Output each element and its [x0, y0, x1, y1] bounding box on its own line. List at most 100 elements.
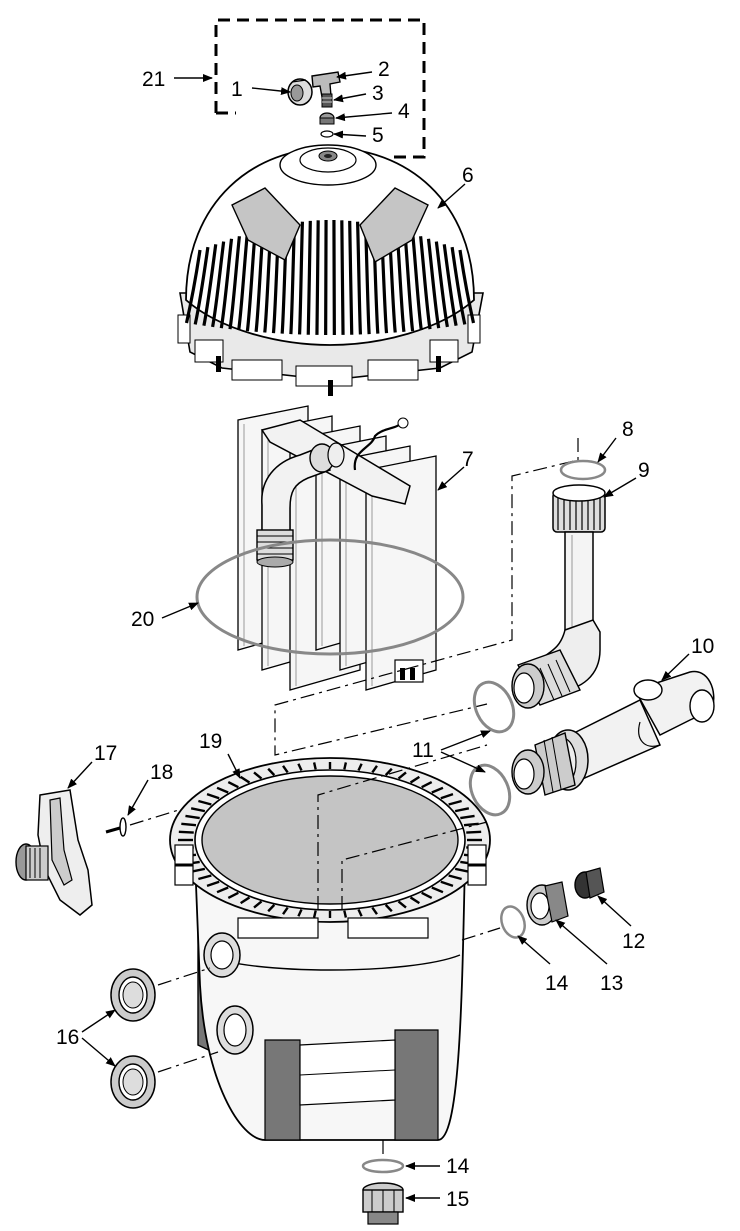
lid-rib — [219, 238, 234, 329]
callout-12: 12 — [622, 930, 645, 953]
rim-tooth — [216, 886, 229, 894]
callout-10: 10 — [691, 635, 714, 658]
rim-tooth — [312, 762, 317, 770]
rim-tooth — [181, 822, 197, 827]
part-5-small-o-ring — [320, 130, 334, 138]
upper-union-adaptor — [511, 649, 581, 709]
lid-rib — [426, 238, 441, 329]
rim-tooth — [397, 771, 407, 780]
callout-7: 7 — [462, 448, 474, 471]
lid-rib — [297, 221, 305, 335]
callout-3: 3 — [372, 82, 384, 105]
grid-foot-slot — [410, 668, 415, 680]
part-6-filter-lid — [177, 144, 484, 396]
callout-17: 17 — [94, 742, 117, 765]
callout-5: 5 — [372, 124, 384, 147]
rim-tooth — [253, 900, 263, 909]
lid-rib — [193, 246, 210, 325]
rim-tooth — [178, 830, 194, 834]
rim-tooth — [448, 874, 462, 881]
air-relief-assembly-box — [214, 18, 426, 159]
rim-tooth — [466, 830, 482, 834]
rim-tooth — [384, 904, 393, 913]
lid-rib — [202, 244, 218, 327]
lid-rib — [442, 244, 458, 327]
callout-14-bottom: 14 — [446, 1155, 470, 1178]
rim-tooth — [343, 910, 348, 918]
callout-13: 13 — [600, 972, 623, 995]
callout-14-side: 14 — [545, 972, 569, 995]
rim-tooth — [397, 900, 407, 909]
rim-tooth — [185, 814, 200, 820]
rim-tooth — [282, 765, 289, 774]
rim-tooth — [431, 886, 444, 894]
callout-4: 4 — [398, 100, 410, 123]
rim-tooth — [282, 906, 289, 915]
lid-rib — [315, 220, 320, 335]
rim-tooth — [448, 799, 462, 806]
part-18-clamp-screw — [105, 817, 127, 837]
callout-1: 1 — [231, 78, 243, 101]
rim-tooth — [312, 910, 317, 918]
clamp-alignment-line — [129, 807, 186, 826]
lid-rib — [211, 241, 226, 328]
rim-tooth — [267, 767, 276, 776]
rim-tooth — [216, 786, 229, 794]
part-20-body-o-ring — [195, 538, 465, 656]
rim-tooth — [440, 793, 454, 800]
lid-rib — [348, 220, 354, 335]
part-17-clamp-handle — [15, 789, 93, 916]
lid-rib — [306, 220, 312, 335]
grid-foot-slot — [400, 668, 405, 680]
part-2-relief-tee — [311, 71, 341, 98]
lid-rib — [450, 246, 467, 325]
rim-tooth — [297, 908, 303, 917]
lid-rib — [184, 249, 202, 324]
callout-labels: 21 1 2 3 4 5 6 8 7 9 20 10 19 11 17 18 1… — [56, 58, 714, 1211]
rim-tooth — [206, 793, 220, 800]
rim-tooth — [371, 765, 378, 774]
rim-tooth — [267, 904, 276, 913]
callout-15: 15 — [446, 1188, 469, 1211]
callout-20: 20 — [131, 608, 154, 631]
callout-2: 2 — [378, 58, 390, 81]
rim-tooth — [227, 891, 239, 900]
rim-tooth — [463, 822, 479, 827]
part-14-drain-o-ring — [500, 905, 526, 939]
lid-rib — [237, 233, 249, 331]
lid-rib — [355, 221, 363, 335]
lid-rib — [411, 233, 423, 331]
part-3-spring — [321, 93, 333, 108]
rim-tooth — [421, 780, 433, 789]
rim-tooth — [253, 771, 263, 780]
part-7-filter-grid-assembly — [237, 405, 437, 691]
rim-tooth — [198, 874, 212, 881]
rim-tooth — [431, 786, 444, 794]
lid-rib — [228, 236, 241, 330]
part-13-drain-adaptor — [526, 881, 569, 926]
part-1-relief-knob — [287, 78, 313, 106]
lid-rib — [458, 249, 476, 324]
rim-tooth — [343, 762, 348, 770]
callout-19: 19 — [199, 730, 222, 753]
rim-tooth — [190, 807, 206, 813]
rim-tooth — [240, 775, 251, 784]
rim-tooth — [409, 896, 420, 905]
rim-tooth — [227, 780, 239, 789]
part-10-outlet-manifold — [511, 670, 715, 796]
rim-tooth — [460, 814, 475, 820]
part-15-bottom-drain-fitting — [362, 1182, 404, 1225]
rim-tooth — [384, 767, 393, 776]
rim-tooth — [454, 867, 470, 873]
internal-alignment-line-1 — [317, 744, 488, 910]
rim-tooth — [454, 807, 470, 813]
part-11-o-ring-upper — [472, 680, 516, 734]
part-4-nut — [319, 112, 335, 125]
grid-fin — [365, 455, 437, 691]
part-14-bottom-o-ring — [361, 1158, 405, 1174]
rim-tooth — [206, 880, 220, 887]
part-12-drain-plug — [574, 867, 605, 899]
rim-tooth — [421, 891, 433, 900]
